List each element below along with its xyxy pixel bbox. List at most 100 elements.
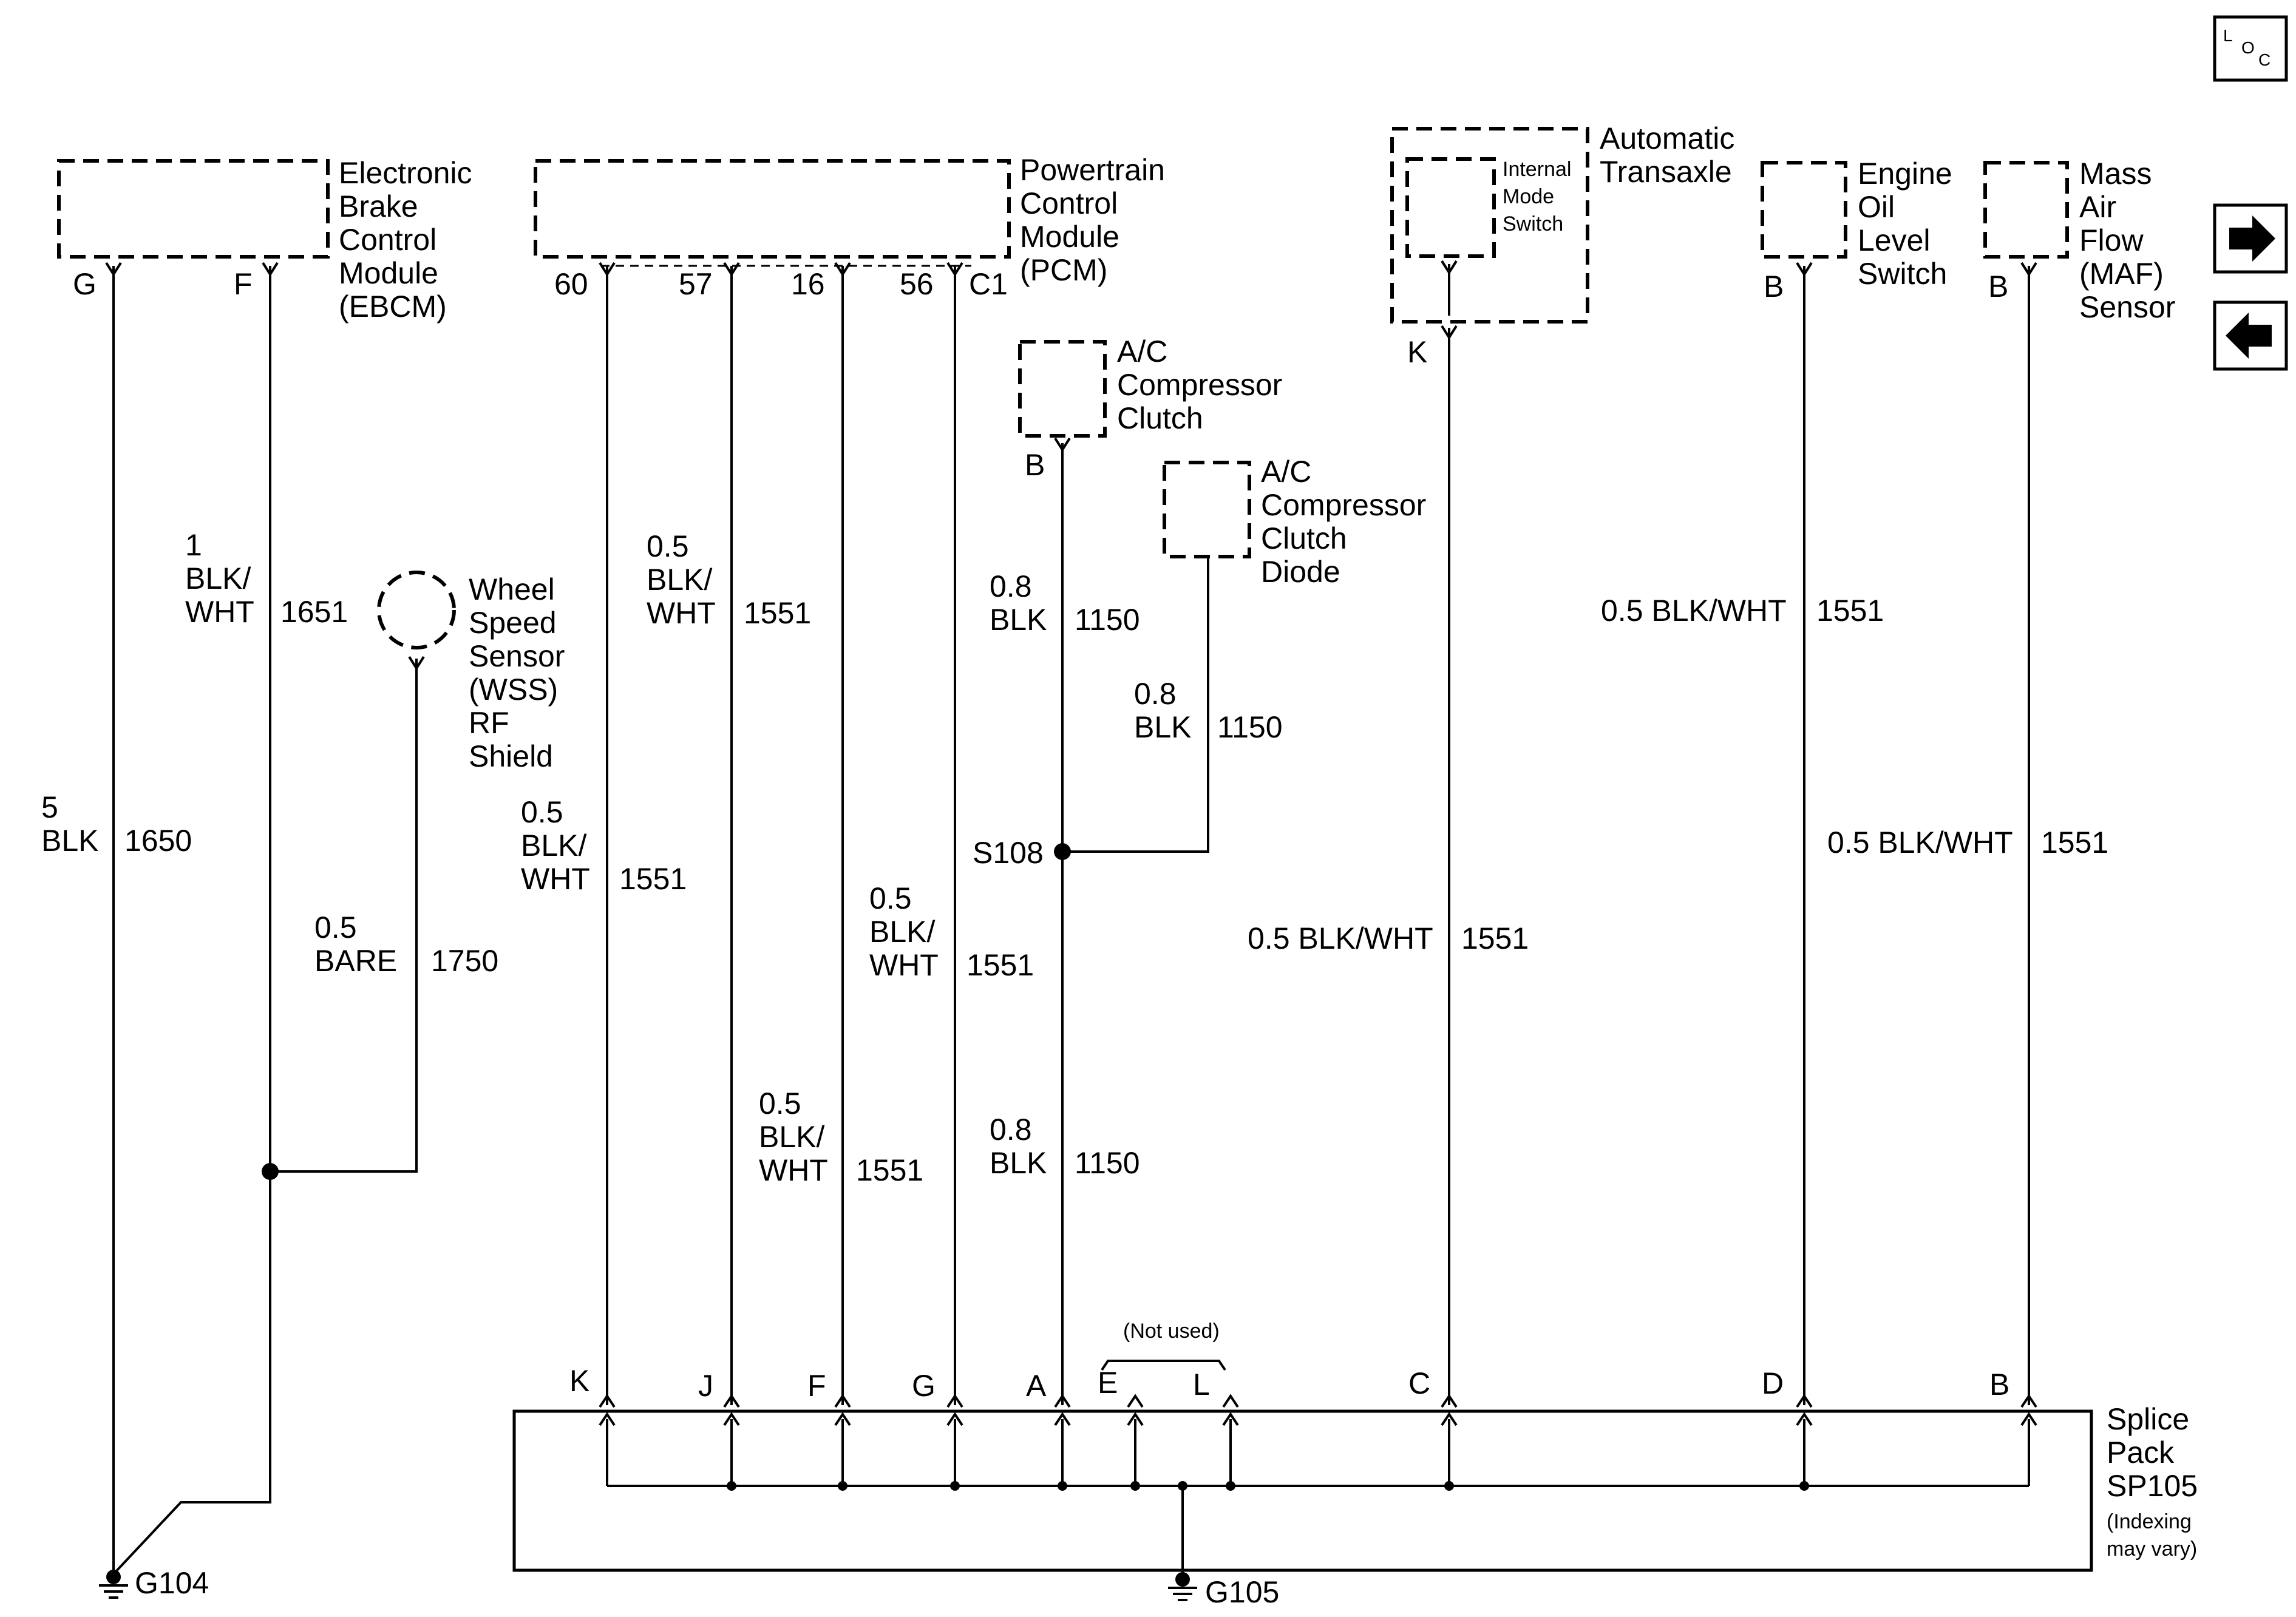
svg-text:BLK: BLK <box>41 824 99 858</box>
svg-text:B: B <box>1764 270 1784 303</box>
oil-switch-box <box>1761 161 1847 259</box>
svg-text:Air: Air <box>2079 190 2116 224</box>
svg-text:1551: 1551 <box>1816 594 1884 628</box>
svg-text:Speed: Speed <box>469 606 557 640</box>
svg-text:0.5: 0.5 <box>521 795 563 829</box>
svg-text:Oil: Oil <box>1858 190 1895 224</box>
svg-text:Control: Control <box>1020 186 1118 220</box>
svg-text:A/C: A/C <box>1261 455 1311 489</box>
svg-text:WHT: WHT <box>759 1153 828 1187</box>
svg-text:0.8: 0.8 <box>990 1113 1032 1147</box>
ground-g104-icon <box>99 1570 128 1599</box>
svg-text:Flow: Flow <box>2079 223 2144 257</box>
svg-text:1551: 1551 <box>744 596 811 630</box>
svg-text:K: K <box>569 1364 589 1398</box>
svg-text:5: 5 <box>41 790 58 824</box>
svg-text:B: B <box>1989 1368 2009 1402</box>
next-page-arrow-icon[interactable] <box>2213 203 2288 274</box>
ground-g105-label: G105 <box>1205 1575 1279 1609</box>
splice-drops <box>606 1419 2030 1575</box>
svg-text:WHT: WHT <box>869 948 939 982</box>
svg-text:B: B <box>1025 448 1045 482</box>
previous-page-arrow-icon[interactable] <box>2213 300 2288 371</box>
svg-text:1150: 1150 <box>1217 710 1283 744</box>
svg-text:WHT: WHT <box>647 596 716 630</box>
pin-labels: G F 60 57 16 56 C1 B K B B K J F G A E L… <box>73 267 2009 1403</box>
wire-1750 <box>270 659 418 1173</box>
svg-text:Control: Control <box>339 223 436 257</box>
svg-text:0.5: 0.5 <box>869 881 912 915</box>
wire-label-1651: 1 BLK/ WHT 1651 <box>185 528 348 629</box>
wire-label-maf: 0.5 BLK/WHT 1551 <box>1827 825 2108 859</box>
ac-clutch-box <box>1018 340 1107 438</box>
wss-shield-circle <box>377 571 456 649</box>
svg-text:Internal: Internal <box>1503 158 1571 181</box>
wire-label-oil: 0.5 BLK/WHT 1551 <box>1601 594 1884 628</box>
svg-text:57: 57 <box>679 267 713 301</box>
wire-label-1750: 0.5 BARE 1750 <box>314 910 498 978</box>
splice-pack-box <box>512 1409 2093 1572</box>
splice-dot-1651 <box>262 1163 279 1180</box>
svg-text:1551: 1551 <box>619 862 687 896</box>
svg-text:BLK: BLK <box>990 1146 1047 1180</box>
svg-text:0.5 BLK/WHT: 0.5 BLK/WHT <box>1248 921 1433 955</box>
svg-text:Compressor: Compressor <box>1261 488 1426 522</box>
svg-text:Switch: Switch <box>1503 212 1563 236</box>
svg-text:1551: 1551 <box>856 1153 923 1187</box>
svg-text:1651: 1651 <box>280 595 348 629</box>
svg-text:G: G <box>73 267 97 301</box>
loc-icon[interactable]: L O C <box>2213 15 2288 82</box>
svg-text:BARE: BARE <box>314 944 397 978</box>
svg-text:0.5 BLK/WHT: 0.5 BLK/WHT <box>1601 594 1787 628</box>
svg-text:D: D <box>1762 1366 1784 1400</box>
svg-text:F: F <box>234 267 253 301</box>
ac-clutch-label: A/C Compressor Clutch <box>1117 334 1282 435</box>
transaxle-label: Automatic Transaxle <box>1600 121 1734 189</box>
ac-diode-box <box>1163 461 1251 558</box>
loc-letter-o: O <box>2241 38 2255 57</box>
svg-text:G: G <box>912 1369 936 1403</box>
svg-text:1150: 1150 <box>1075 1146 1140 1180</box>
splice-pack-label: Splice Pack SP105 (Indexing may vary) <box>2107 1402 2198 1561</box>
svg-text:0.5: 0.5 <box>759 1086 801 1120</box>
svg-text:B: B <box>1988 270 2008 303</box>
svg-text:Mass: Mass <box>2079 157 2152 191</box>
svg-text:BLK/: BLK/ <box>869 915 936 949</box>
svg-text:Mode: Mode <box>1503 185 1554 208</box>
splice-s108-label: S108 <box>973 836 1044 870</box>
svg-text:BLK: BLK <box>990 603 1047 637</box>
svg-text:J: J <box>698 1369 713 1403</box>
svg-text:Wheel: Wheel <box>469 572 555 606</box>
svg-text:0.8: 0.8 <box>990 569 1032 603</box>
svg-text:E: E <box>1098 1366 1118 1400</box>
wire-label-1150-diode: 0.8 BLK 1150 <box>1134 677 1283 744</box>
splice-terminals <box>599 1394 2037 1426</box>
pcm-label: Powertrain Control Module (PCM) <box>1020 153 1165 287</box>
svg-text:Engine: Engine <box>1858 157 1952 191</box>
svg-text:Compressor: Compressor <box>1117 368 1282 402</box>
svg-text:(PCM): (PCM) <box>1020 253 1107 287</box>
ac-diode-label: A/C Compressor Clutch Diode <box>1261 455 1426 589</box>
connector-terminals <box>105 260 2037 671</box>
wss-label: Wheel Speed Sensor (WSS) RF Shield <box>469 572 565 773</box>
wire-label-pcm-60: 0.5 BLK/ WHT 1551 <box>521 795 687 896</box>
wire-label-pcm-56: 0.5 BLK/ WHT 1551 <box>869 881 1034 982</box>
svg-text:1551: 1551 <box>2041 825 2108 859</box>
svg-text:1551: 1551 <box>1461 921 1529 955</box>
svg-text:0.5: 0.5 <box>314 910 357 944</box>
svg-text:F: F <box>807 1369 826 1403</box>
mode-switch-label: Internal Mode Switch <box>1503 158 1571 236</box>
svg-text:BLK/: BLK/ <box>185 561 251 595</box>
svg-text:0.5: 0.5 <box>647 529 689 563</box>
not-used-note: (Not used) <box>1123 1320 1220 1343</box>
svg-text:Diode: Diode <box>1261 555 1340 589</box>
svg-text:C1: C1 <box>969 267 1008 301</box>
svg-text:BLK/: BLK/ <box>521 829 587 863</box>
ground-g104-label: G104 <box>135 1566 209 1600</box>
svg-text:Module: Module <box>1020 220 1119 254</box>
mode-switch-box <box>1405 157 1496 258</box>
svg-text:Automatic: Automatic <box>1600 121 1734 155</box>
svg-text:BLK: BLK <box>1134 710 1192 744</box>
svg-text:(EBCM): (EBCM) <box>339 290 447 324</box>
